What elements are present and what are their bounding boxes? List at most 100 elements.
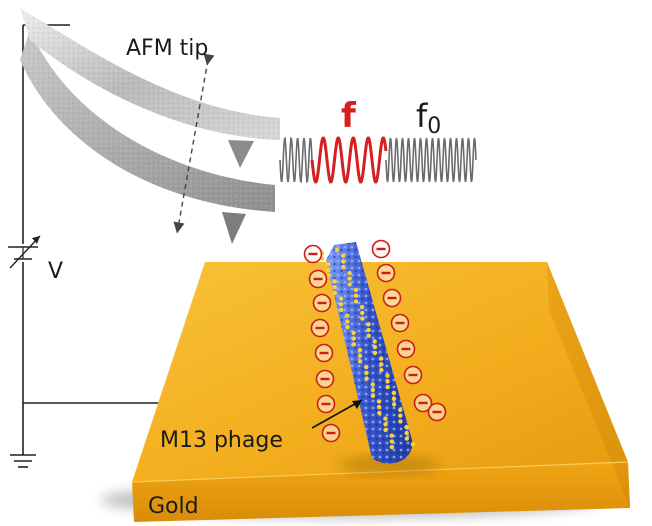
coat-protein-dot <box>383 427 388 433</box>
negative-charge-icon <box>316 394 336 414</box>
coat-protein-dot <box>345 313 350 318</box>
coat-protein-dot <box>379 367 384 373</box>
coat-protein-dot <box>357 353 363 358</box>
negative-charge-icon <box>376 263 396 283</box>
tip-lower <box>222 212 246 244</box>
negative-charges <box>303 239 447 443</box>
freq-f-label: f <box>341 96 357 136</box>
freq-f0-label: f0 <box>416 97 441 139</box>
coat-protein-dot <box>370 393 376 398</box>
coat-protein-dot <box>372 350 378 356</box>
circuit: V <box>8 24 168 468</box>
voltage-label: V <box>48 259 63 284</box>
oscillation-arrow <box>173 53 215 234</box>
coat-protein-dot <box>341 259 346 264</box>
negative-charge-icon <box>382 288 402 308</box>
coat-protein-dot <box>385 373 390 378</box>
afm-cantilever: AFM tip <box>20 8 280 244</box>
ground-icon <box>10 454 36 468</box>
gold-label: Gold <box>148 494 199 519</box>
coat-protein-dot <box>326 273 331 278</box>
phage-label: M13 phage <box>160 428 283 453</box>
negative-charge-icon <box>413 393 433 413</box>
voltage-source-icon <box>8 235 41 269</box>
negative-charge-icon <box>390 313 410 333</box>
coat-protein-dot <box>398 419 403 424</box>
coat-protein-dot <box>351 336 356 341</box>
coat-protein-dot <box>370 387 375 393</box>
m13-phage: M13 phage <box>160 239 447 464</box>
coat-protein-dot <box>383 422 388 427</box>
coat-protein-dot <box>332 284 337 290</box>
negative-charge-icon <box>321 423 341 443</box>
coat-protein-dot <box>404 430 409 436</box>
signal-wave-base <box>279 136 477 184</box>
coat-protein-dot <box>338 296 344 301</box>
negative-charge-icon <box>310 318 330 338</box>
coat-protein-dot <box>347 270 352 276</box>
coat-protein-dot <box>353 293 359 298</box>
coat-protein-dot <box>391 396 397 401</box>
signal-wave-highlight <box>310 136 388 184</box>
coat-protein-dot <box>372 339 377 344</box>
coat-protein-dot <box>383 416 388 421</box>
coat-protein-dot <box>372 344 378 350</box>
negative-charge-icon <box>427 402 447 422</box>
coat-protein-dot <box>379 362 384 367</box>
negative-charge-icon <box>308 269 328 289</box>
gold-side-face <box>547 262 630 508</box>
coat-protein-dot <box>332 279 337 284</box>
afm-tip-label: AFM tip <box>126 36 208 61</box>
phage-pointer-line <box>311 399 363 429</box>
negative-charge-icon <box>315 369 335 389</box>
coat-protein-dot <box>357 347 363 353</box>
negative-charge-icon <box>314 343 334 363</box>
coat-protein-dot <box>364 364 369 370</box>
coat-protein-dot <box>410 442 416 447</box>
coat-protein-dot <box>376 399 382 404</box>
coat-protein-dot <box>358 359 363 364</box>
coat-protein-dot <box>389 433 394 438</box>
coat-protein-dot <box>360 310 365 316</box>
frequency-signal: f f0 <box>279 96 477 184</box>
coat-protein-dot <box>366 322 371 327</box>
coat-protein-dot <box>370 382 375 387</box>
coat-protein-dot <box>391 390 397 396</box>
coat-protein-dot <box>345 324 350 330</box>
coat-protein-dot <box>334 247 340 253</box>
coat-protein-dot <box>398 413 403 418</box>
coat-protein-dot <box>351 342 357 347</box>
coat-protein-dot <box>340 253 346 258</box>
coat-protein-dot <box>385 384 390 390</box>
coat-protein-dot <box>404 436 409 441</box>
coat-protein-dot <box>353 299 359 304</box>
coat-protein-dot <box>360 316 365 321</box>
coat-protein-dot <box>364 376 369 381</box>
coat-protein-dot <box>389 439 394 444</box>
negative-charge-icon <box>371 239 391 259</box>
coat-protein-dot <box>376 404 382 410</box>
coat-protein-dot <box>347 282 352 287</box>
negative-charge-icon <box>312 293 332 313</box>
negative-charge-icon <box>396 339 416 359</box>
coat-protein-dot <box>377 410 382 416</box>
coat-protein-dot <box>391 402 397 407</box>
coat-protein-dot <box>359 304 365 310</box>
negative-charge-icon <box>403 365 423 385</box>
coat-protein-dot <box>347 276 352 281</box>
coat-protein-dot <box>332 290 338 296</box>
coat-protein-dot <box>404 424 409 430</box>
coat-protein-dot <box>385 379 390 384</box>
coat-protein-dot <box>351 330 356 336</box>
coat-protein-dot <box>379 356 384 361</box>
coat-protein-dot <box>341 264 346 270</box>
coat-protein-dot <box>364 370 369 376</box>
coat-protein-dot <box>345 319 350 324</box>
negative-charge-icon <box>303 244 323 264</box>
coat-protein-dot <box>326 267 331 273</box>
tip-upper <box>228 140 254 168</box>
coat-protein-dot <box>366 333 371 338</box>
coat-protein-dot <box>353 287 358 293</box>
coat-protein-dot <box>389 444 395 450</box>
